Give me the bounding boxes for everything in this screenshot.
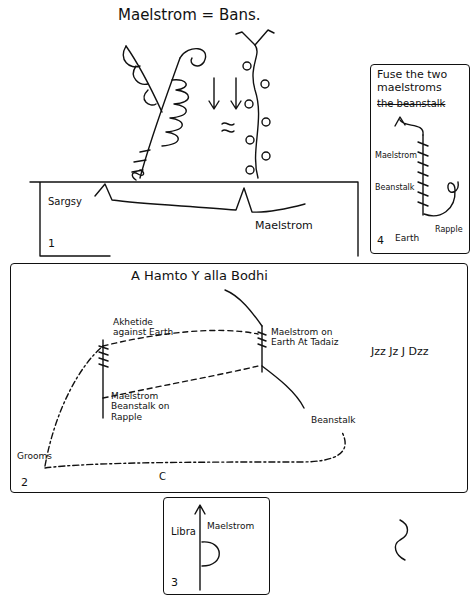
panel-text: Maelstrom Beanstalk on Rapple [111,391,173,422]
vine-branch [236,30,274,45]
approx-symbol [222,123,234,132]
leader-line [225,290,262,326]
vine-curl [245,100,253,108]
panel-text: C [159,471,166,483]
plant-leaves [123,46,156,105]
panel-text: 3 [171,577,178,590]
vine-curl [246,136,254,144]
sketch-panel: Fuse the two maelstroms the beanstalkMael… [370,64,470,254]
plant-coil [162,80,189,146]
plant-curl [180,49,206,66]
vine-stem [253,45,259,178]
coil-symbol [258,332,266,347]
axis-line [102,340,103,418]
sketch-panel: SargsyMaelstrom 1 [30,178,360,258]
panel-text: Maelstrom on Earth At Tadaiz [271,327,351,348]
panel-text: Maelstrom [207,521,254,531]
panel-text: Libra [171,526,196,538]
plant-root [132,170,143,180]
squiggle-mark [395,520,407,560]
sketch-panel: Libra Maelstrom 3 [163,497,270,595]
panel-text: the beanstalk [377,98,445,110]
orbit-line [45,432,345,468]
curve-symbol [424,182,458,216]
panel-text: Beanstalk [375,183,414,192]
panel-text: Maelstrom [375,151,417,160]
arrow-symbol [195,505,205,590]
panel-text: Sargsy [48,196,82,208]
panel-text: Grooms [17,451,52,461]
plant-branch [126,46,162,112]
panel-text: Akhetide against Earth [113,317,175,338]
panel-text: 4 [377,235,384,248]
loop-symbol [202,542,219,566]
arrow-symbol [209,78,219,109]
plant-leaves [132,150,150,172]
panel-text: Fuse the two maelstroms [377,69,465,94]
vine-curl [262,118,270,126]
panel-text: Rapple [435,225,463,234]
panel-text: A Hamto Y alla Bodhi [131,269,268,284]
panel-text: 2 [21,477,28,490]
panel-outline [30,182,358,256]
sketch-panel: A Hamto Y alla BodhiAkhetide against Ear… [10,263,468,493]
panel-text: Maelstrom [255,220,313,233]
arrow-symbol [395,117,423,135]
arrow-symbol [231,78,241,109]
vine-curl [246,166,254,174]
vine-curl [243,62,251,70]
ground-profile [95,184,305,212]
orbit-line [45,346,103,466]
coil-symbol [418,135,428,215]
panel-text: Jzz Jz J Dzz [371,346,429,359]
stalk-line [262,366,304,408]
vine-curl [261,80,269,88]
vine-curl [262,152,270,160]
panel-text: Beanstalk [311,415,355,425]
sketch-title: Maelstrom = Bans. [118,6,261,24]
panel-text: 1 [48,238,55,251]
panel-text: Earth [395,233,419,243]
